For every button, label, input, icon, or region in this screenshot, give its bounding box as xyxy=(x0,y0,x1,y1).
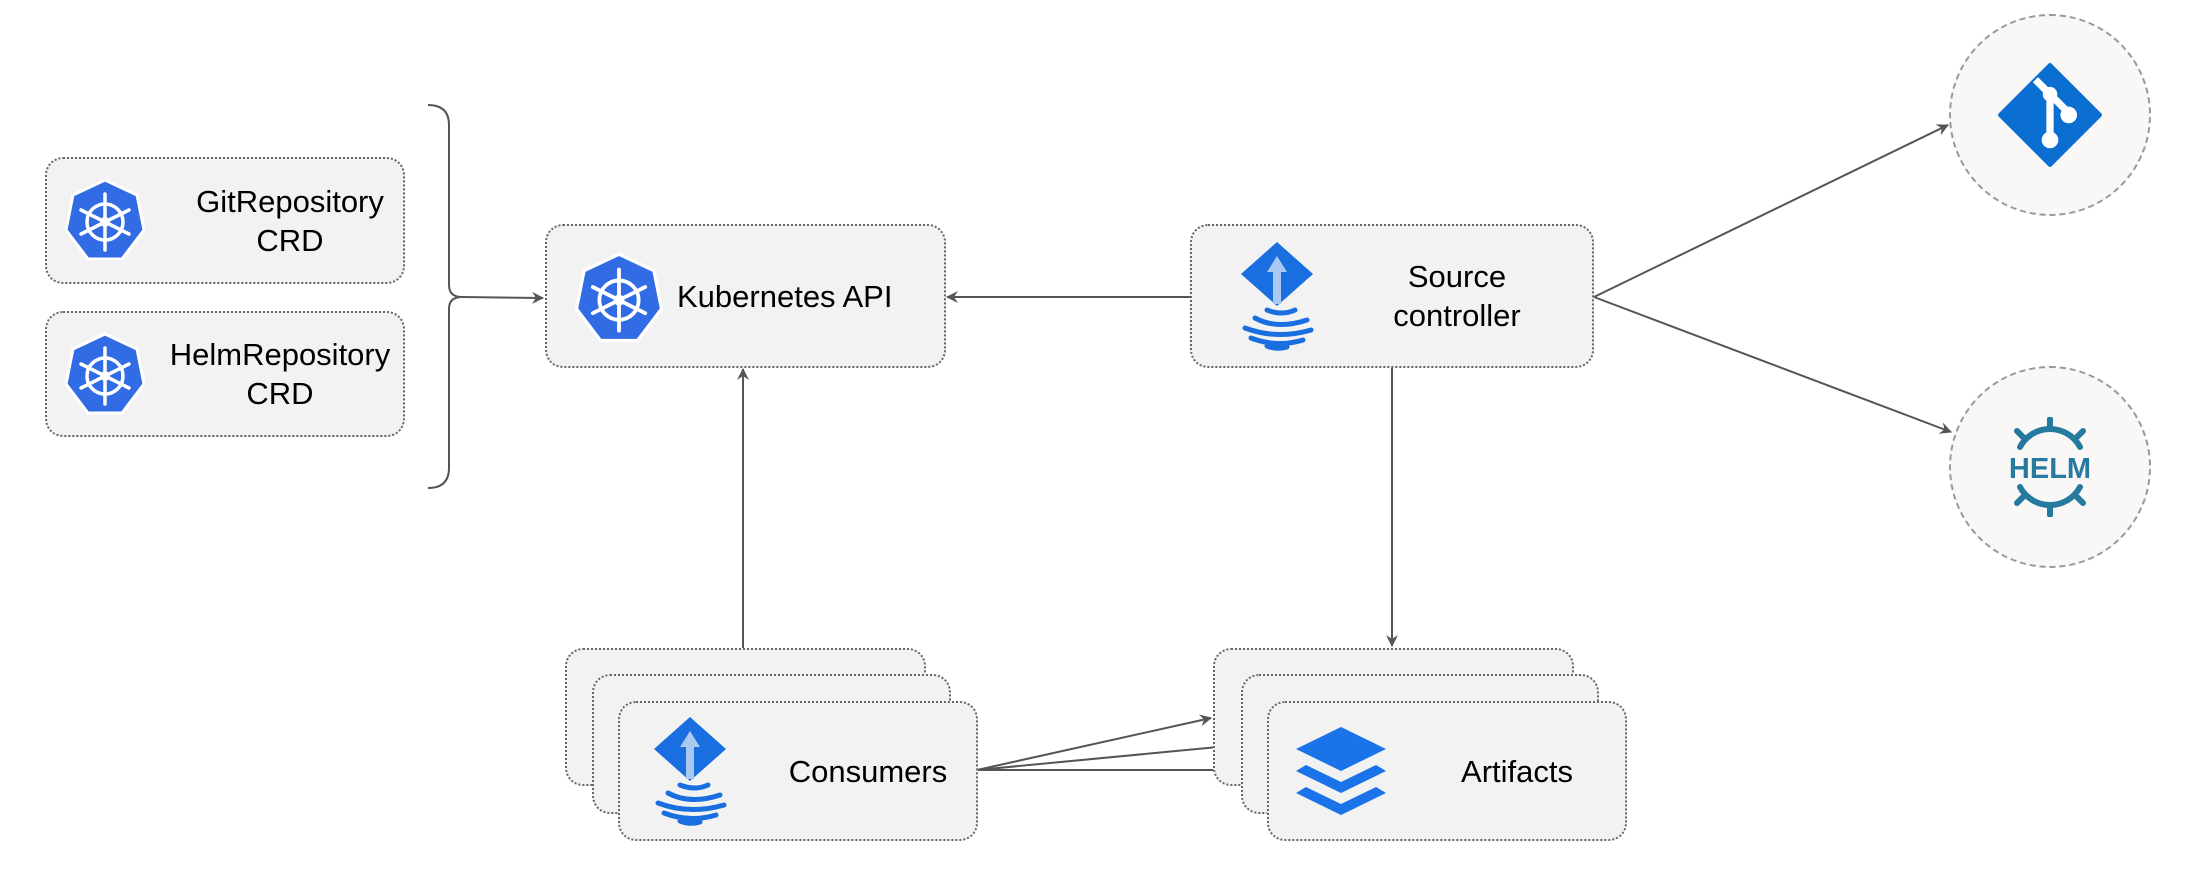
node-label: Source controller xyxy=(1393,259,1521,333)
edge-source-to-helm xyxy=(1593,296,1952,434)
node-label: GitRepository CRD xyxy=(196,183,384,258)
helm-icon: HELM xyxy=(2009,417,2091,517)
edge-consumers-to-artifact-2 xyxy=(976,740,1240,771)
edge-source-to-git xyxy=(1593,124,1949,298)
crd-brace xyxy=(427,104,463,489)
helm-logo-text: HELM xyxy=(2009,453,2091,485)
flux-icon xyxy=(1237,240,1317,352)
node-label: Artifacts xyxy=(1461,753,1573,789)
git-icon xyxy=(1998,63,2102,167)
consumers-node[interactable]: Consumers xyxy=(618,701,978,841)
edge-crds-to-api xyxy=(461,291,544,304)
helm-repository-crd-node[interactable]: HelmRepository CRD xyxy=(45,311,405,437)
kubernetes-icon xyxy=(65,178,145,261)
kubernetes-api-node[interactable]: Kubernetes API xyxy=(545,224,946,368)
source-controller-node[interactable]: Source controller xyxy=(1190,224,1594,368)
edge-consumers-to-artifact-1 xyxy=(976,714,1212,771)
flux-icon xyxy=(650,715,730,827)
artifacts-node[interactable]: Artifacts xyxy=(1267,701,1627,841)
layers-icon xyxy=(1296,727,1386,815)
node-label: HelmRepository CRD xyxy=(169,337,391,411)
kubernetes-icon xyxy=(65,332,145,415)
node-label: Kubernetes API xyxy=(677,278,893,314)
node-label: Consumers xyxy=(788,753,948,789)
helm-node[interactable]: HELM xyxy=(1949,366,2151,568)
git-repository-crd-node[interactable]: GitRepository CRD xyxy=(45,157,405,284)
kubernetes-icon xyxy=(575,252,663,343)
git-node[interactable] xyxy=(1949,14,2151,216)
